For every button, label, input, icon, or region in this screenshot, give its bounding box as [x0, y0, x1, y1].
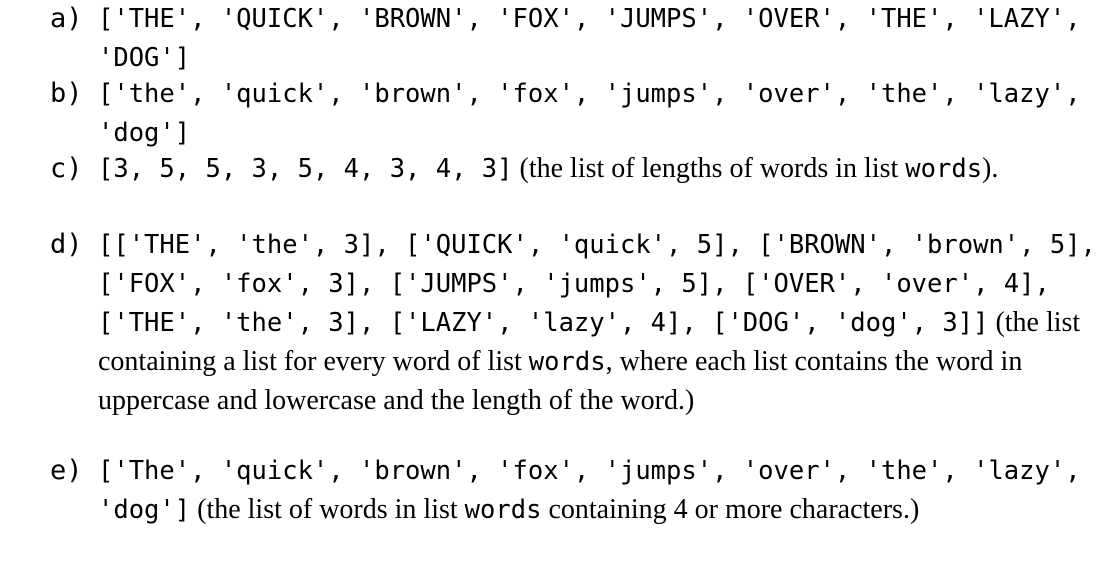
answer-item-d: d) [['THE', 'the', 3], ['QUICK', 'quick'…: [0, 226, 1100, 420]
item-inline-code: words: [464, 494, 542, 525]
answer-item-a: a) ['THE', 'QUICK', 'BROWN', 'FOX', 'JUM…: [0, 0, 1100, 78]
item-description: (the list of lengths of words in list: [512, 153, 906, 184]
item-marker: e): [50, 455, 83, 486]
item-inline-code: words: [528, 346, 606, 377]
item-marker: b): [50, 78, 83, 109]
item-description-end: containing 4 or more characters.): [541, 493, 920, 525]
item-code: [3, 5, 5, 3, 5, 4, 3, 4, 3]: [98, 154, 513, 184]
answer-item-b: b) ['the', 'quick', 'brown', 'fox', 'jum…: [0, 75, 1100, 153]
item-code: [['THE', 'the', 3], ['QUICK', 'quick', 5…: [98, 230, 1096, 338]
item-description: (the list containing a list for every wo…: [98, 306, 1081, 377]
item-code: ['the', 'quick', 'brown', 'fox', 'jumps'…: [98, 79, 1081, 148]
item-code: ['The', 'quick', 'brown', 'fox', 'jumps'…: [98, 456, 1081, 525]
item-marker: d): [50, 229, 83, 260]
item-marker: a): [50, 3, 83, 34]
answer-item-e: e) ['The', 'quick', 'brown', 'fox', 'jum…: [0, 452, 1100, 530]
item-code: ['THE', 'QUICK', 'BROWN', 'FOX', 'JUMPS'…: [98, 4, 1081, 73]
item-inline-code: words: [905, 154, 983, 184]
item-marker: c): [50, 153, 83, 184]
item-description-end: ).: [982, 153, 999, 184]
answer-item-c: c) [3, 5, 5, 3, 5, 4, 3, 4, 3] (the list…: [0, 150, 1100, 189]
item-description-end: , where each list contains the word in u…: [98, 345, 1023, 416]
item-description: (the list of words in list: [190, 493, 465, 525]
